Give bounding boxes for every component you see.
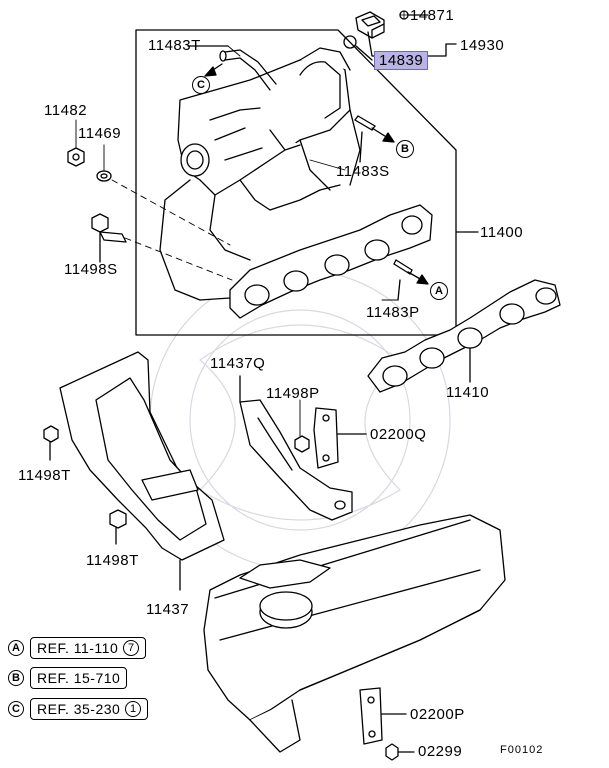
reference-key-c: C: [8, 701, 24, 717]
nut-11482: [67, 147, 85, 167]
reference-row-b[interactable]: B REF. 15-710: [8, 666, 128, 690]
part-label-11469[interactable]: 11469: [78, 125, 122, 142]
reference-key-b: B: [8, 670, 24, 686]
reference-text-c: REF. 35-230: [37, 701, 121, 717]
bracket-11437: [59, 351, 225, 561]
o-ring-14930: [343, 35, 357, 49]
part-label-11482[interactable]: 11482: [44, 102, 88, 119]
sensor-14839: [355, 11, 385, 39]
gasket-11410: [367, 279, 561, 393]
bolt-02299: [385, 743, 399, 761]
reference-box-b[interactable]: REF. 15-710: [30, 667, 128, 689]
reference-text-a: REF. 11-110: [37, 640, 119, 656]
arrow-b: [371, 127, 395, 143]
reference-text-b: REF. 15-710: [37, 670, 121, 686]
part-label-02299[interactable]: 02299: [418, 743, 463, 760]
bracket-02200Q: [313, 407, 339, 469]
washer-11469: [96, 170, 112, 182]
part-label-14930[interactable]: 14930: [460, 37, 505, 54]
arrow-a: [407, 271, 429, 285]
reference-row-c[interactable]: C REF. 35-230 1: [8, 697, 149, 721]
bolt-11498P: [294, 435, 310, 453]
part-label-11437Q[interactable]: 11437Q: [210, 355, 266, 372]
figure-code: F00102: [500, 744, 544, 756]
part-label-11410[interactable]: 11410: [446, 384, 490, 401]
rocker-cover: [203, 514, 506, 753]
part-label-11498S[interactable]: 11498S: [64, 261, 118, 278]
part-label-11483T[interactable]: 11483T: [148, 37, 201, 54]
bolt-11498T-a: [43, 425, 59, 443]
reference-key-a: A: [8, 640, 24, 656]
callout-b: B: [396, 140, 414, 158]
callout-a: A: [430, 282, 448, 300]
stud-11483S: [354, 115, 376, 131]
callout-c: C: [192, 76, 210, 94]
bracket-11437Q: [239, 399, 353, 521]
part-label-11498T-a[interactable]: 11498T: [18, 467, 71, 484]
reference-sub-c: 1: [125, 701, 142, 717]
part-label-11437[interactable]: 11437: [146, 601, 190, 618]
part-label-14871[interactable]: 14871: [410, 7, 455, 24]
part-label-11483S[interactable]: 11483S: [336, 163, 390, 180]
part-label-14839[interactable]: 14839: [374, 51, 429, 70]
reference-sub-a: 7: [123, 640, 140, 656]
arrow-c: [204, 63, 223, 77]
reference-box-a[interactable]: REF. 11-110 7: [30, 637, 147, 659]
hose-11483T: [219, 49, 277, 91]
bolt-14871: [399, 10, 409, 20]
manifold-flange: [229, 204, 433, 319]
bolt-11498S: [91, 213, 127, 243]
part-label-02200P[interactable]: 02200P: [410, 706, 465, 723]
part-label-11400[interactable]: 11400: [480, 224, 524, 241]
stud-11483P: [393, 259, 413, 275]
part-label-11483P[interactable]: 11483P: [366, 304, 420, 321]
reference-row-a[interactable]: A REF. 11-110 7: [8, 636, 147, 660]
intake-manifold-body: [159, 47, 361, 301]
part-label-02200Q[interactable]: 02200Q: [370, 426, 427, 443]
manifold-frame: [135, 29, 457, 336]
reference-box-c[interactable]: REF. 35-230 1: [30, 698, 149, 720]
bracket-02200P: [359, 687, 383, 745]
part-label-11498T-b[interactable]: 11498T: [86, 552, 139, 569]
part-label-11498P[interactable]: 11498P: [266, 385, 320, 402]
bolt-11498T-b: [109, 509, 127, 529]
